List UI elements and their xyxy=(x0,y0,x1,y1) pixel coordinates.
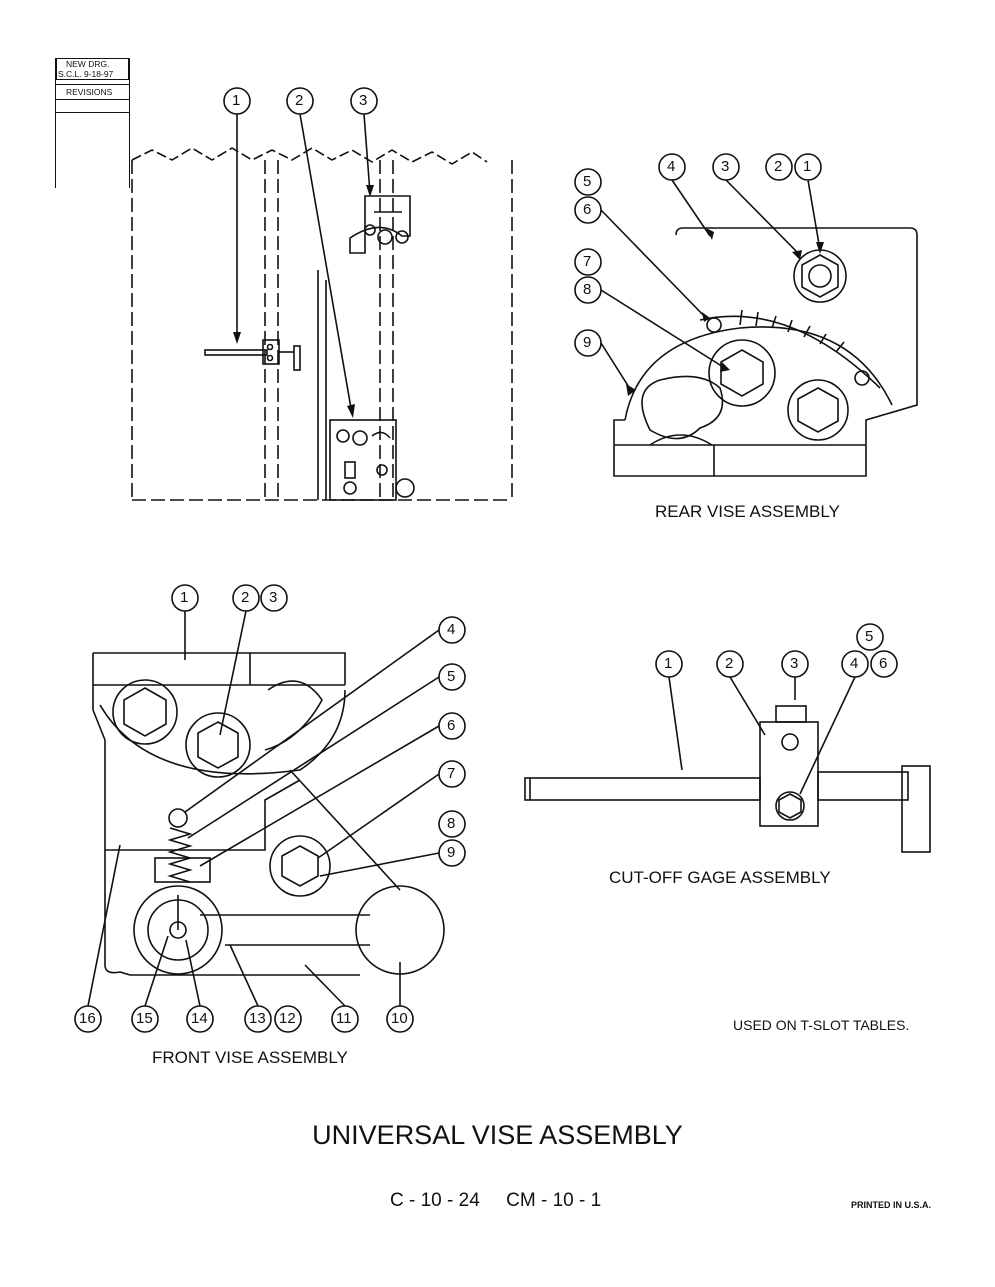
revision-block: NEW DRG. S.C.L. 9-18-97 REVISIONS xyxy=(55,58,130,188)
front-callout-14: 14 xyxy=(191,1010,208,1027)
printed-in-usa: PRINTED IN U.S.A. xyxy=(851,1200,932,1210)
front-callout-1: 1 xyxy=(180,589,189,606)
cutoff-callout-1: 1 xyxy=(664,655,673,672)
overview-view xyxy=(131,147,513,501)
front-vise-caption: FRONT VISE ASSEMBLY xyxy=(152,1048,348,1067)
front-callout-4: 4 xyxy=(447,621,456,638)
cutoff-callout-2: 2 xyxy=(725,655,734,672)
cutoff-callout-3: 3 xyxy=(790,655,799,672)
front-callout-11: 11 xyxy=(336,1010,352,1027)
front-vise-view xyxy=(92,652,445,976)
cutoff-callout-6: 6 xyxy=(879,655,888,672)
rear-callout-3: 3 xyxy=(721,158,730,175)
cutoff-gage-caption: CUT-OFF GAGE ASSEMBLY xyxy=(609,868,831,887)
cutoff-gage-callouts xyxy=(655,623,898,795)
rear-callout-9: 9 xyxy=(583,334,592,351)
rear-callout-1: 1 xyxy=(803,158,812,175)
overview-callout-1: 1 xyxy=(232,92,241,109)
front-callout-6: 6 xyxy=(447,717,456,734)
rear-callout-5: 5 xyxy=(583,173,592,190)
front-callout-12: 12 xyxy=(279,1010,296,1027)
rear-callout-4: 4 xyxy=(667,158,676,175)
front-callout-10: 10 xyxy=(391,1010,408,1027)
rear-callout-7: 7 xyxy=(583,253,592,270)
cutoff-callout-4: 4 xyxy=(850,655,859,672)
rear-vise-callouts xyxy=(574,153,824,396)
front-callout-15: 15 xyxy=(136,1010,153,1027)
front-vise-callouts xyxy=(74,584,466,1033)
revision-line-2: S.C.L. 9-18-97 xyxy=(58,69,114,79)
cutoff-gage-view xyxy=(524,705,931,853)
front-callout-8: 8 xyxy=(447,815,456,832)
front-callout-7: 7 xyxy=(447,765,456,782)
front-callout-16: 16 xyxy=(79,1010,96,1027)
overview-callout-2: 2 xyxy=(295,92,304,109)
drawing-title: UNIVERSAL VISE ASSEMBLY xyxy=(312,1120,683,1150)
cutoff-callout-5: 5 xyxy=(865,628,874,645)
front-callout-2: 2 xyxy=(241,589,250,606)
revision-line-1: NEW DRG. xyxy=(66,59,110,69)
rear-callout-8: 8 xyxy=(583,281,592,298)
rear-vise-view xyxy=(613,227,918,477)
rear-vise-caption: REAR VISE ASSEMBLY xyxy=(655,502,840,521)
front-callout-3: 3 xyxy=(269,589,278,606)
front-callout-13: 13 xyxy=(249,1010,266,1027)
overview-callouts xyxy=(223,87,378,418)
revisions-label: REVISIONS xyxy=(66,87,113,97)
rear-callout-2: 2 xyxy=(774,158,783,175)
front-callout-5: 5 xyxy=(447,668,456,685)
front-callout-9: 9 xyxy=(447,844,456,861)
rear-callout-6: 6 xyxy=(583,201,592,218)
drawing-number: C - 10 - 24 CM - 10 - 1 xyxy=(390,1190,602,1211)
usage-note: USED ON T-SLOT TABLES. xyxy=(733,1017,910,1033)
overview-callout-3: 3 xyxy=(359,92,368,109)
